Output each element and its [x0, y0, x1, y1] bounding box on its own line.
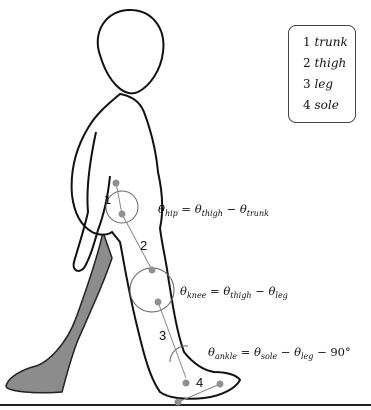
knee-angle-equation: θknee = θthigh − θleg	[180, 284, 288, 300]
legend-label: trunk	[314, 35, 347, 49]
legend-label: leg	[314, 77, 333, 91]
hip-lhs-sub: hip	[165, 209, 178, 218]
ankle-marker	[183, 380, 190, 387]
segment-number-4: 4	[196, 375, 203, 390]
knee-marker	[155, 299, 162, 306]
ankle-tail: − 90°	[313, 345, 350, 359]
legend-label: sole	[314, 98, 338, 112]
legend-num: 1	[303, 35, 311, 49]
segment-number-2: 2	[140, 238, 147, 253]
legend-num: 3	[303, 77, 311, 91]
head	[98, 10, 164, 93]
legend-item: 1 trunk	[303, 32, 355, 53]
hip-marker	[119, 211, 126, 218]
ankle-lhs-sub: ankle	[215, 352, 237, 361]
segment-legend: 1 trunk 2 thigh 3 leg 4 sole	[288, 25, 356, 123]
trunk-marker	[113, 180, 120, 187]
hip-angle-equation: θhip = θthigh − θtrunk	[158, 202, 269, 218]
segment-number-1: 1	[104, 192, 111, 207]
knee-b-sub: leg	[275, 291, 287, 300]
legend-item: 4 sole	[303, 95, 355, 116]
rear-leg	[6, 232, 112, 393]
legend-label: thigh	[314, 56, 346, 70]
thigh-marker	[149, 267, 156, 274]
ankle-b-sub: leg	[301, 352, 313, 361]
ankle-angle-equation: θankle = θsole − θleg − 90°	[208, 345, 351, 361]
legend-num: 2	[303, 56, 311, 70]
knee-lhs-sub: knee	[187, 291, 206, 300]
hip-a-sub: thigh	[202, 209, 223, 218]
knee-a-sub: thigh	[230, 291, 251, 300]
legend-num: 4	[303, 98, 311, 112]
toe-marker	[217, 381, 224, 388]
ankle-a-sub: sole	[261, 352, 277, 361]
segment-number-3: 3	[159, 328, 166, 343]
heel-marker	[175, 399, 182, 406]
hip-b-sub: trunk	[247, 209, 269, 218]
legend-item: 3 leg	[303, 74, 355, 95]
legend-item: 2 thigh	[303, 53, 355, 74]
